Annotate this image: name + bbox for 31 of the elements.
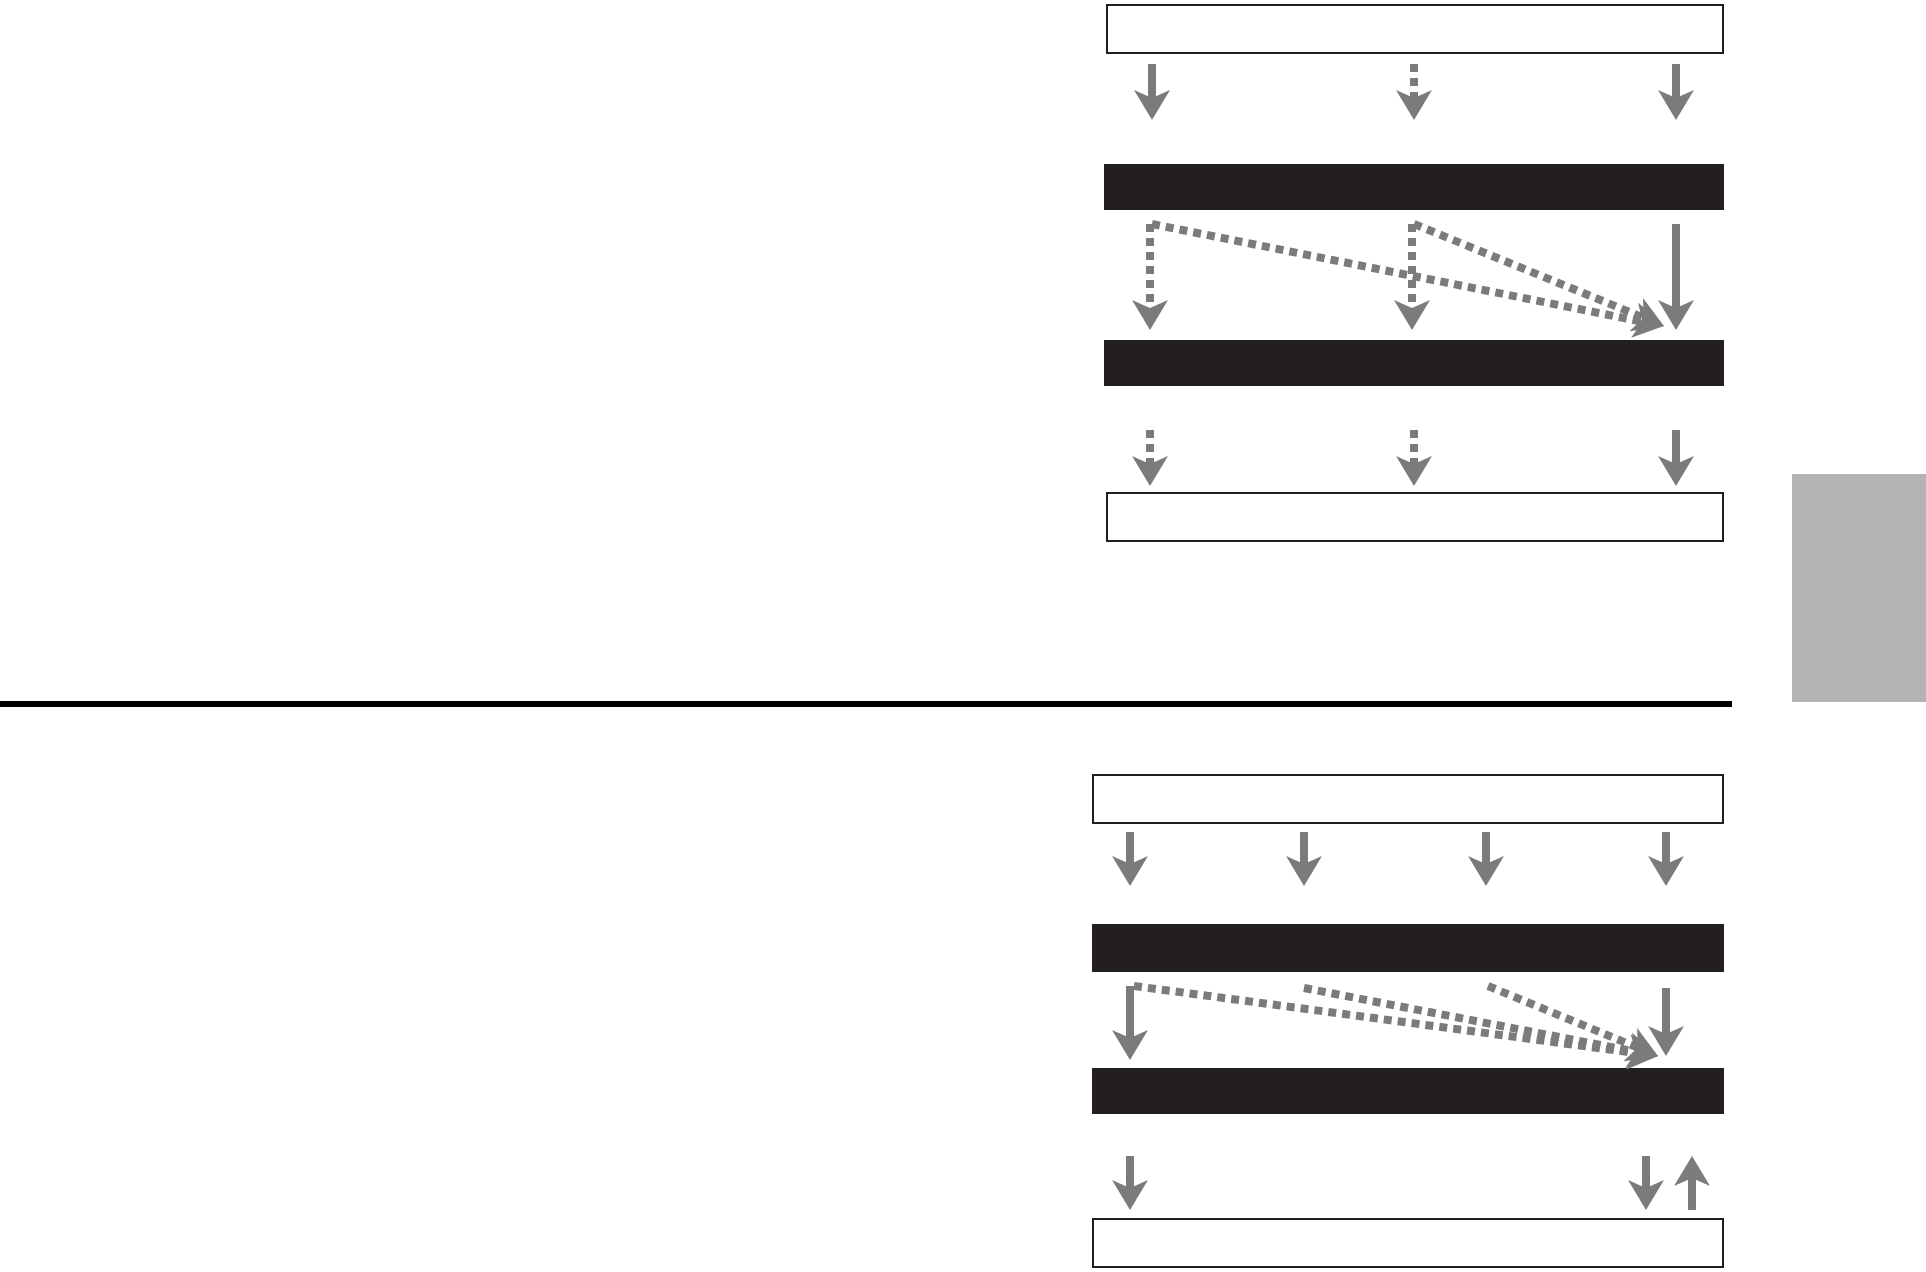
- dashed-arrow: [1412, 220, 1666, 332]
- dashed-arrow: [1396, 64, 1432, 120]
- outline-box: [1092, 1218, 1724, 1268]
- filled-bar: [1092, 924, 1724, 972]
- outline-box: [1106, 492, 1724, 542]
- arrow: [1112, 832, 1148, 886]
- arrow: [1674, 1156, 1710, 1210]
- arrow: [1648, 832, 1684, 886]
- arrow: [1628, 1156, 1664, 1210]
- filled-bar: [1104, 164, 1724, 210]
- arrow: [1648, 988, 1684, 1056]
- dashed-arrow: [1151, 220, 1665, 338]
- outline-box: [1106, 4, 1724, 54]
- outline-box: [1092, 774, 1724, 824]
- arrow: [1286, 832, 1322, 886]
- dashed-arrow: [1486, 982, 1660, 1062]
- dashed-arrow: [1394, 224, 1430, 330]
- filled-bar: [1104, 340, 1724, 386]
- arrow: [1112, 1156, 1148, 1210]
- filled-bar: [1092, 1068, 1724, 1114]
- arrow: [1658, 430, 1694, 486]
- arrow: [1134, 64, 1170, 120]
- arrow: [1468, 832, 1504, 886]
- dashed-arrow: [1133, 982, 1659, 1070]
- arrow: [1658, 224, 1694, 330]
- dashed-arrow: [1132, 224, 1168, 330]
- arrow: [1658, 64, 1694, 120]
- dashed-arrow: [1303, 984, 1659, 1068]
- dashed-arrow: [1396, 430, 1432, 486]
- arrow: [1112, 986, 1148, 1060]
- dashed-arrow: [1132, 430, 1168, 486]
